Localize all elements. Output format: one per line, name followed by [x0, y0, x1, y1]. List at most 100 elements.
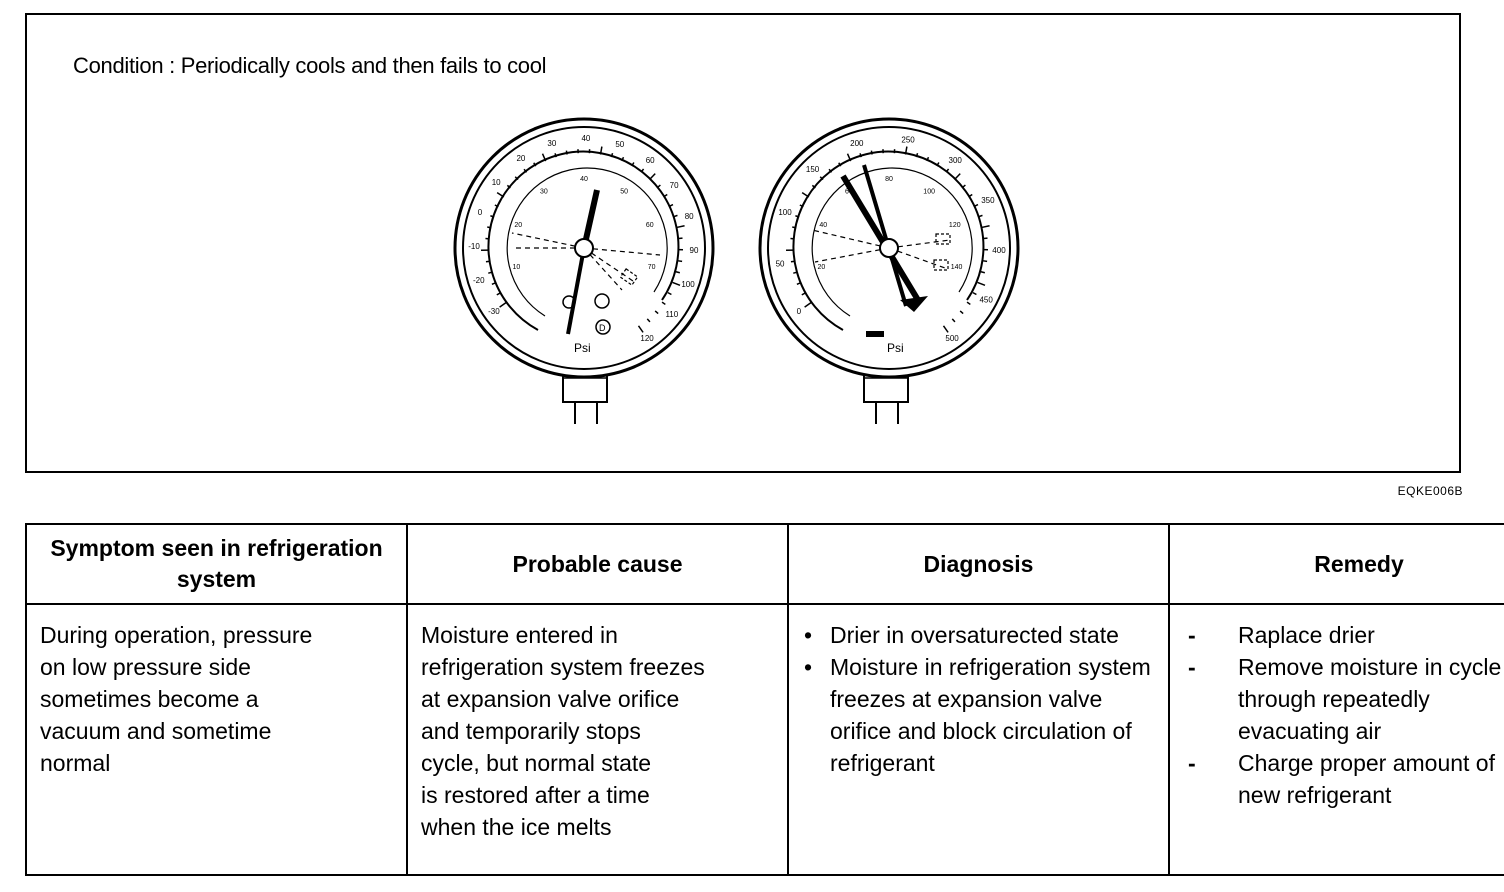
cause-cell: Moisture entered in refrigeration system…	[406, 603, 789, 876]
gauge-inner-label: 70	[648, 264, 656, 271]
low-pressure-gauge: -30-20-100102030405060708090100110120102…	[453, 117, 715, 424]
gauge-tick	[974, 203, 979, 208]
gauge-tick	[488, 271, 493, 274]
gauge-tick	[961, 184, 966, 189]
gauge-inner-label: 50	[620, 189, 628, 196]
gauge-outer-label: 450	[979, 296, 993, 305]
cause-line: at expansion valve orifice	[421, 686, 680, 712]
header-symptom: Symptom seen in refrigeration system	[25, 523, 408, 605]
diagnosis-cell: Drier in oversaturected state Moisture i…	[787, 603, 1170, 876]
gauge-inner-label: 60	[646, 222, 654, 229]
gauge-tick	[959, 310, 964, 315]
symptom-line: During operation, pressure	[40, 622, 313, 648]
gauge-tick	[621, 156, 625, 162]
symptom-line: on low pressure side	[40, 654, 251, 680]
diagnosis-table: Symptom seen in refrigeration system Pro…	[25, 523, 1504, 876]
gauge-tick	[926, 156, 930, 162]
gauge-outer-label: 0	[478, 208, 483, 217]
high-gauge-ticks	[786, 146, 990, 333]
gauge-tick	[496, 192, 505, 198]
header-diagnosis: Diagnosis	[787, 523, 1170, 605]
gauge-tick	[514, 176, 519, 181]
gauge-tick	[663, 193, 668, 198]
gauge-tick	[487, 226, 492, 229]
gauge-tick	[678, 260, 683, 263]
symptom-line: vacuum and sometime	[40, 718, 272, 744]
gauge-tick	[667, 291, 672, 296]
gauge-outer-label: 10	[492, 178, 501, 187]
gauge-tick	[980, 271, 986, 274]
gauge-outer-label: 200	[850, 139, 864, 148]
low-gauge-ticks	[481, 146, 685, 333]
gauge-outer-label: 350	[981, 196, 995, 205]
diagnosis-list: Drier in oversaturected state Moisture i…	[802, 619, 1156, 779]
svg-text:D: D	[599, 323, 606, 333]
gauge-outer-label: 400	[992, 246, 1006, 255]
gauge-tick	[828, 168, 833, 173]
gauge-tick	[675, 271, 681, 274]
gauge-outer-label: -20	[473, 276, 485, 285]
gauge-tick	[676, 224, 685, 229]
cause-line: Moisture entered in	[421, 622, 618, 648]
gauge-tick	[981, 224, 990, 229]
gauge-tick	[915, 152, 919, 158]
table-row: During operation, pressure on low pressu…	[25, 603, 1504, 876]
gauge-tick	[669, 203, 674, 208]
gauges-illustration: -30-20-100102030405060708090100110120102…	[453, 117, 1020, 424]
gauge-outer-label: -10	[468, 242, 480, 251]
remedy-item: Raplace drier	[1188, 619, 1504, 651]
gauge-tick	[656, 184, 661, 189]
remedy-list: Raplace drier Remove moisture in cycle t…	[1183, 619, 1504, 811]
gauge-tick	[554, 153, 557, 158]
gauge-outer-label: 80	[685, 212, 694, 221]
gauge-outer-label: 110	[665, 310, 678, 319]
gauge-outer-label: 120	[640, 334, 654, 343]
gauge-tick	[968, 193, 973, 198]
gauge-tick	[793, 271, 798, 274]
gauge-tick	[654, 310, 659, 315]
cause-line: refrigeration system freezes	[421, 654, 705, 680]
gauge-outer-label: 250	[901, 136, 915, 145]
gauge-tick	[672, 281, 681, 287]
low-gauge-labels: -30-20-100102030405060708090100110120102…	[468, 134, 699, 343]
gauge-tick	[541, 153, 547, 162]
gauge-outer-label: 90	[690, 246, 699, 255]
figure-frame: Condition : Periodically cools and then …	[25, 13, 1461, 473]
cause-line: cycle, but normal state	[421, 750, 652, 776]
gauge-outer-label: 0	[797, 307, 802, 316]
remedy-item: Remove moisture in cycle through repeate…	[1188, 651, 1504, 747]
gauge-outer-label: 500	[945, 334, 959, 343]
gauge-inner-label: 140	[951, 264, 963, 271]
cause-line: is restored after a time	[421, 782, 650, 808]
gauge-tick	[942, 325, 949, 333]
symptom-cell: During operation, pressure on low pressu…	[25, 603, 408, 876]
gauge-outer-label: 50	[776, 259, 785, 268]
gauge-tick	[646, 318, 651, 323]
symptom-line: sometimes become a	[40, 686, 259, 712]
gauge-tick	[661, 301, 666, 306]
gauge-tick	[599, 146, 603, 155]
gauge-tick	[977, 281, 986, 287]
gauge-tick	[673, 214, 678, 218]
gauge-tick	[610, 152, 614, 158]
gauge-outer-label: 50	[615, 140, 624, 149]
gauge-tick	[951, 318, 956, 323]
high-gauge-unit: Psi	[887, 341, 904, 355]
gauge-tick	[523, 168, 528, 173]
gauge-tick	[972, 291, 977, 296]
gauge-tick	[801, 292, 806, 296]
gauge-tick	[494, 204, 499, 208]
gauge-tick	[533, 162, 537, 167]
gauge-tick	[637, 325, 644, 333]
gauge-tick	[846, 153, 852, 162]
diagnosis-item: Drier in oversaturected state	[804, 619, 1156, 651]
gauge-tick	[978, 214, 983, 218]
cause-line: when the ice melts	[421, 814, 612, 840]
gauge-inner-label: 100	[923, 189, 935, 196]
gauge-tick	[801, 192, 810, 198]
gauge-tick	[491, 282, 496, 285]
gauge-tick	[804, 301, 812, 308]
gauge-tick	[945, 168, 950, 173]
